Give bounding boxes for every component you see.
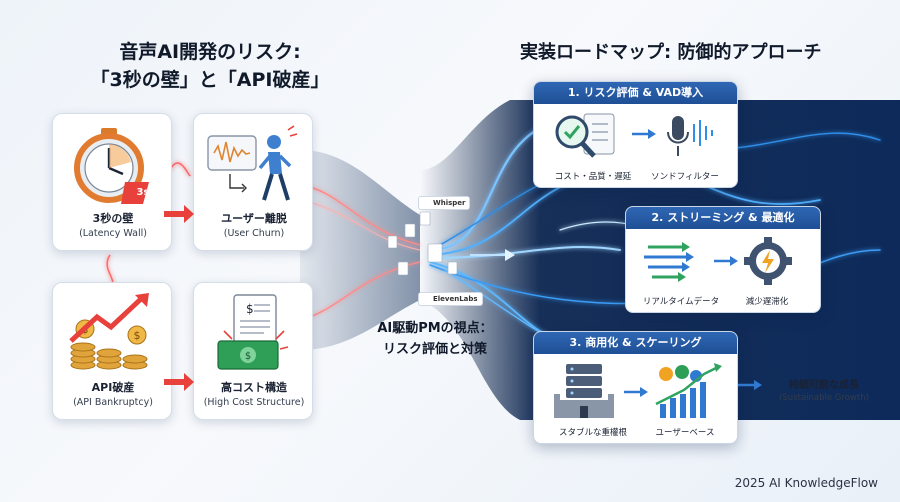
step3-illustration bbox=[554, 363, 722, 418]
card-api-bankruptcy: $ $ API破産 (API Bankruptcy) bbox=[52, 282, 172, 420]
arrow-bankrupt-to-cost bbox=[164, 373, 194, 391]
step3-caption-b: ユーザーベース bbox=[655, 428, 715, 438]
latency-badge: 3s bbox=[136, 187, 150, 198]
svg-text:$: $ bbox=[134, 329, 141, 342]
whisper-chip: Whisper bbox=[418, 196, 471, 210]
center-caption: AI駆動PMの視点： リスク評価と対策 bbox=[355, 318, 515, 360]
stopwatch-icon bbox=[74, 128, 149, 204]
goal-sustainable-growth: 持続可能な成長 (Sustainable Growth) bbox=[760, 376, 888, 403]
roadmap-step-2: 2. ストリーミング & 最適化 リアルタイムデータ 減少遅滞化 bbox=[625, 206, 821, 313]
roadmap-step-3: 3. 商用化 & スケーリング スタブルな重權根 ユーザーベース bbox=[533, 331, 738, 444]
card-latency-wall: 3s 3秒の壁 (Latency Wall) bbox=[52, 113, 172, 251]
step1-title: 1. リスク評価 & VAD導入 bbox=[534, 82, 737, 104]
goal-arrow bbox=[738, 380, 762, 390]
bankrupt-sub: (API Bankruptcy) bbox=[73, 397, 153, 408]
arrow-latency-to-churn bbox=[164, 205, 194, 223]
churn-label: ユーザー離脱 bbox=[221, 212, 287, 225]
step1-caption-b: ソンドフィルター bbox=[651, 172, 719, 182]
churn-sub: (User Churn) bbox=[223, 228, 285, 239]
whisper-label: Whisper bbox=[433, 199, 466, 207]
step2-illustration bbox=[644, 237, 792, 285]
elevenlabs-label: ElevenLabs bbox=[433, 295, 478, 303]
goal-label: 持続可能な成長 bbox=[789, 380, 859, 391]
step3-caption-a: スタブルな重權根 bbox=[558, 428, 627, 438]
step3-title: 3. 商用化 & スケーリング bbox=[534, 332, 737, 354]
footer-credit: 2025 AI KnowledgeFlow bbox=[734, 476, 878, 490]
left-title: 音声AI開発のリスク: 「3秒の壁」と「API破産」 bbox=[60, 38, 360, 94]
roadmap-step-1: 1. リスク評価 & VAD導入 コスト・品質・遅延 ソンドフィルター bbox=[533, 81, 738, 188]
svg-text:$: $ bbox=[245, 351, 251, 362]
elevenlabs-chip: ElevenLabs bbox=[418, 292, 483, 306]
step2-title: 2. ストリーミング & 最適化 bbox=[626, 207, 820, 229]
left-title-line1: 音声AI開発のリスク: bbox=[119, 41, 301, 63]
invoice-money-icon: $ $ bbox=[217, 294, 289, 370]
right-title: 実装ロードマップ: 防御的アプローチ bbox=[520, 42, 822, 63]
center-caption-line1: AI駆動PMの視点： bbox=[377, 321, 493, 336]
coins-rising-icon: $ $ bbox=[69, 293, 149, 370]
step1-caption-a: コスト・品質・遅延 bbox=[554, 172, 632, 182]
card-high-cost: $ $ 高コスト構造 (High Cost Structure) bbox=[193, 282, 313, 420]
step1-illustration bbox=[555, 113, 713, 158]
goal-sub: (Sustainable Growth) bbox=[779, 393, 869, 403]
bankrupt-label: API破産 bbox=[91, 381, 135, 394]
step2-caption-a: リアルタイムデータ bbox=[642, 297, 720, 307]
cost-label: 高コスト構造 bbox=[221, 381, 287, 394]
step2-caption-b: 減少遅滞化 bbox=[745, 297, 789, 307]
cost-sub: (High Cost Structure) bbox=[203, 397, 305, 408]
latency-label: 3秒の壁 bbox=[92, 212, 134, 225]
svg-text:$: $ bbox=[246, 302, 254, 316]
user-leaving-icon bbox=[207, 125, 298, 201]
card-user-churn: ユーザー離脱 (User Churn) bbox=[193, 113, 313, 251]
center-caption-line2: リスク評価と対策 bbox=[382, 342, 487, 357]
left-title-line2: 「3秒の壁」と「API破産」 bbox=[90, 69, 330, 91]
latency-sub: (Latency Wall) bbox=[79, 228, 147, 239]
